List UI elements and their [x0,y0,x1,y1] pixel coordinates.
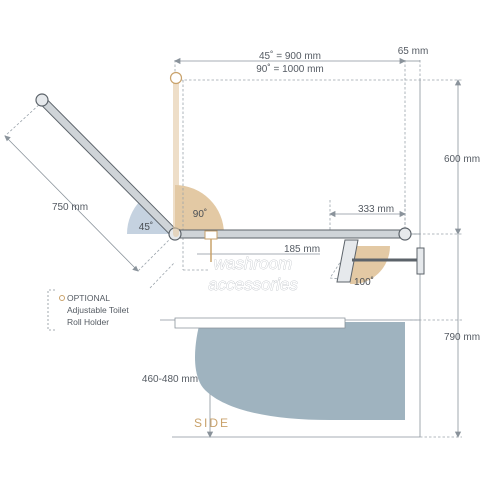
optional-leader [149,261,176,289]
angle-45-label: 45˚ [139,221,153,233]
grab-rail [35,93,412,241]
dim-90-label: 90˚ = 1000 mm [256,63,324,75]
optional-callout-bracket [47,289,55,331]
vertical-rail-option [169,71,183,237]
vertical-rail-end-cap [169,71,183,85]
dim-790-label: 790 mm [444,332,480,343]
rail-end-cap-top [35,93,49,107]
toilet-pan [195,322,405,420]
optional-label-line3: Roll Holder [67,317,109,327]
side-label: SIDE [194,416,230,430]
toilet-seat [174,317,346,329]
diag-offset-bottom [137,233,176,272]
dim-65-label: 65 mm [398,46,429,57]
dim-185-label: 185 mm [284,244,320,255]
watermark-line2: accessories [208,275,298,294]
circle-outline-icon [59,295,65,301]
dim-460-label: 460-480 mm [142,374,198,385]
optional-label: OPTIONAL [67,293,110,303]
angle-100-label: 100˚ [354,276,374,288]
dim-750-label: 750 mm [52,202,88,213]
dim-600-label: 600 mm [444,154,480,165]
diag-offset-top [4,101,43,137]
dim-45-label: 45˚ = 900 mm [259,50,321,62]
rail-end-cap-wall [398,227,412,241]
backrest [336,239,425,283]
dim-333-label: 333 mm [358,204,394,215]
roll-holder [204,230,218,262]
watermark-line1: washroom [214,254,292,273]
angle-90-wedge [175,185,224,234]
optional-label-line2: Adjustable Toilet [67,305,129,315]
angle-90-label: 90˚ [193,208,207,220]
angle-100-wedge [350,246,391,285]
